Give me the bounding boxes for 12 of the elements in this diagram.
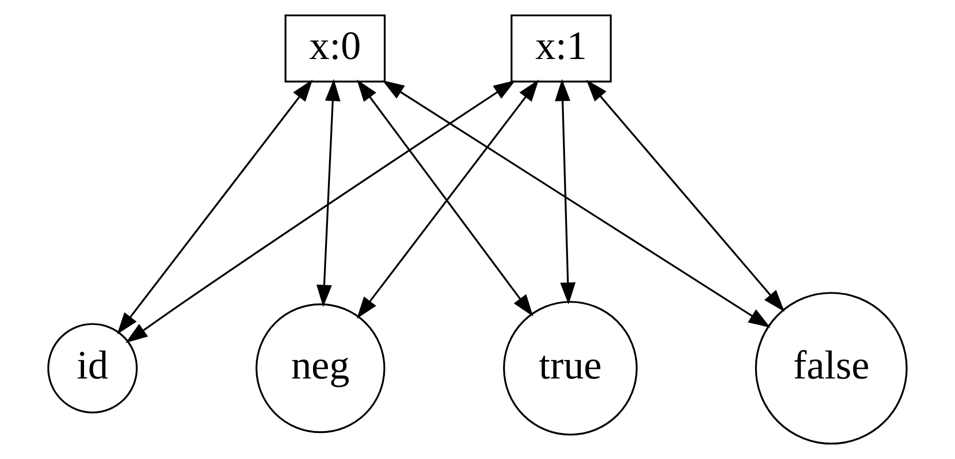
node-circle: false xyxy=(754,292,908,445)
node-box: x:0 xyxy=(284,14,386,82)
node-circle: neg xyxy=(256,303,386,434)
arrow xyxy=(126,80,516,343)
arrow xyxy=(554,78,576,305)
node-circle: id xyxy=(47,323,138,414)
node-circle: true xyxy=(503,300,638,436)
arrow xyxy=(316,78,340,307)
node-box: x:1 xyxy=(510,14,612,82)
arrow xyxy=(117,80,313,334)
arrow xyxy=(382,80,771,328)
arrow xyxy=(586,80,785,312)
